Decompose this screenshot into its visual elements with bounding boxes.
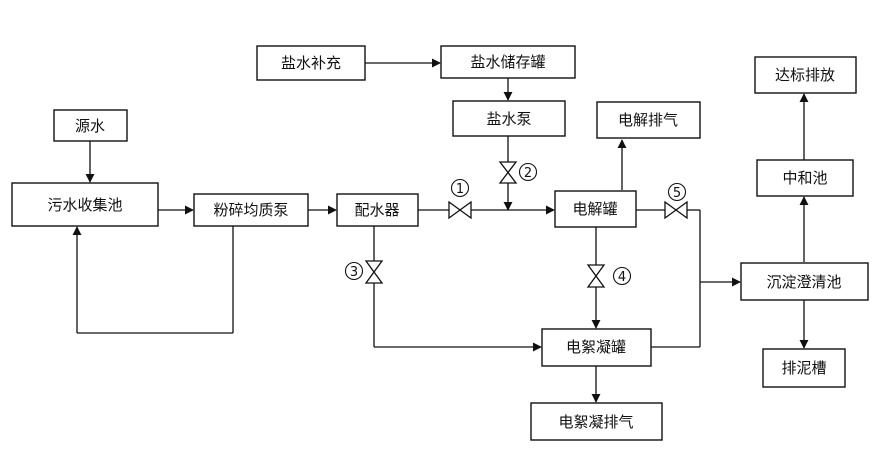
node-collection-tank: 污水收集池 bbox=[11, 182, 159, 227]
node-label: 配水器 bbox=[354, 201, 399, 219]
node-label: 沉淀澄清池 bbox=[766, 273, 841, 291]
valve-number: 1 bbox=[456, 182, 464, 197]
node-discharge: 达标排放 bbox=[754, 56, 857, 94]
node-label: 盐水泵 bbox=[486, 110, 531, 128]
node-sludge: 排泥槽 bbox=[762, 348, 846, 388]
valve-number: 2 bbox=[524, 166, 532, 181]
node-label: 电絮凝罐 bbox=[566, 338, 626, 356]
node-neutralize: 中和池 bbox=[756, 159, 854, 197]
node-water-distributor: 配水器 bbox=[336, 193, 419, 227]
valve-number: 4 bbox=[618, 270, 626, 285]
node-electroflocc-tank: 电絮凝罐 bbox=[541, 328, 652, 367]
node-label: 粉碎均质泵 bbox=[213, 201, 288, 219]
valve-number: 3 bbox=[350, 265, 358, 280]
valve-1: 1 bbox=[448, 178, 472, 220]
node-clarifier: 沉淀澄清池 bbox=[740, 262, 869, 301]
node-label: 电解罐 bbox=[572, 200, 617, 218]
valve-icon bbox=[664, 200, 688, 220]
node-label: 电絮凝排气 bbox=[558, 413, 633, 431]
node-electrolysis-tank: 电解罐 bbox=[554, 190, 637, 228]
node-label: 盐水储存罐 bbox=[470, 53, 545, 71]
valve-icon bbox=[586, 264, 606, 288]
valve-2: 2 bbox=[498, 161, 538, 184]
valve-3: 3 bbox=[344, 260, 384, 284]
node-label: 达标排放 bbox=[775, 66, 835, 84]
node-crush-pump: 粉碎均质泵 bbox=[193, 193, 309, 227]
node-label: 源水 bbox=[75, 117, 105, 135]
node-source-water: 源水 bbox=[53, 109, 128, 142]
node-salt-tank: 盐水储存罐 bbox=[440, 45, 576, 79]
node-label: 盐水补充 bbox=[281, 54, 341, 72]
node-label: 排泥槽 bbox=[781, 359, 826, 377]
node-electroflocc-gas: 电絮凝排气 bbox=[530, 402, 663, 441]
valve-4: 4 bbox=[586, 264, 632, 288]
valve-number: 5 bbox=[673, 186, 681, 201]
valve-5: 5 bbox=[664, 182, 688, 220]
node-label: 电解排气 bbox=[618, 111, 678, 129]
connections bbox=[72, 58, 809, 403]
node-electrolysis-gas: 电解排气 bbox=[596, 101, 701, 139]
node-label: 污水收集池 bbox=[47, 196, 122, 214]
valve-icon bbox=[364, 260, 384, 284]
valve-icon bbox=[498, 161, 518, 184]
node-salt-supply: 盐水补充 bbox=[256, 45, 366, 81]
node-label: 中和池 bbox=[782, 169, 827, 187]
node-salt-pump: 盐水泵 bbox=[452, 100, 566, 137]
valve-icon bbox=[448, 200, 472, 220]
